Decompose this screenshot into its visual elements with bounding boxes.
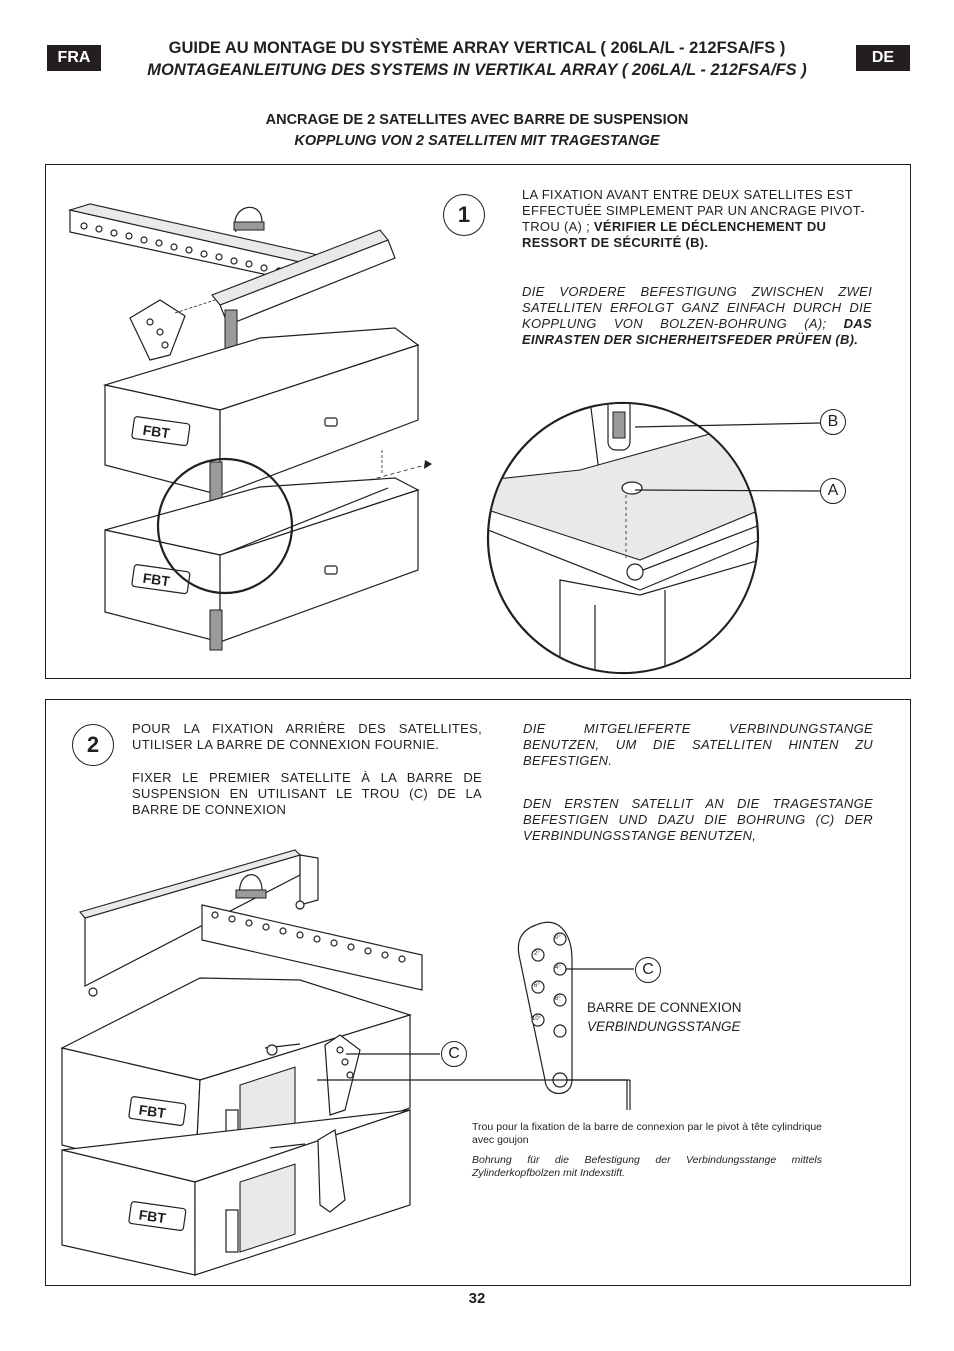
zoom-circle-small	[156, 457, 294, 595]
upper-speaker-brand: FBT	[142, 422, 172, 442]
angle-label-8: 8°	[555, 996, 561, 1002]
angle-label-2: 2°	[534, 951, 540, 957]
step1-panel	[45, 164, 911, 679]
angle-label-0: 0°	[555, 935, 561, 941]
note-de: Bohrung für die Befestigung der Verbindu…	[472, 1154, 822, 1179]
step2-panel	[45, 699, 911, 1286]
callout-label-b: B	[820, 409, 846, 435]
callout-label-c-cabinet: C	[441, 1041, 467, 1067]
lower-cabinet-logo	[128, 1201, 187, 1231]
language-badge-de: DE	[856, 45, 910, 71]
angle-label-6: 6°	[534, 983, 540, 989]
note-fr: Trou pour la fixation de la barre de con…	[472, 1121, 822, 1146]
step2-text-de-2: DEN ERSTEN SATELLIT AN DIE TRAGESTANGE B…	[523, 796, 873, 843]
upper-speaker-logo	[131, 416, 191, 447]
callout-label-a: A	[820, 478, 846, 504]
upper-cabinet-brand: FBT	[138, 1102, 168, 1122]
lower-cabinet-grille	[239, 1163, 296, 1253]
lower-cabinet-brand: FBT	[138, 1207, 168, 1227]
page-number: 32	[468, 1290, 486, 1307]
callout-line-a	[634, 489, 821, 492]
bar-label-fr: BARRE DE CONNEXION	[587, 1000, 742, 1015]
step1-text-de-normal: DIE VORDERE BEFESTIGUNG ZWISCHEN ZWEI SA…	[522, 284, 872, 331]
step1-text-fr: LA FIXATION AVANT ENTRE DEUX SATELLITES …	[522, 187, 872, 251]
section-subtitle-fr: ANCRAGE DE 2 SATELLITES AVEC BARRE DE SU…	[265, 112, 689, 128]
suspension-bar-holes-2	[211, 911, 406, 963]
lower-speaker-brand: FBT	[142, 570, 172, 590]
section-subtitle-de: KOPPLUNG VON 2 SATELLITEN MIT TRAGESTANG…	[294, 133, 660, 149]
step1-number: 1	[443, 194, 485, 236]
step1-text-de-bold: DAS EINRASTEN DER SICHERHEITSFEDER PRÜFE…	[522, 316, 872, 347]
step1-text-de: DIE VORDERE BEFESTIGUNG ZWISCHEN ZWEI SA…	[522, 284, 872, 348]
callout-label-c-detail: C	[635, 957, 661, 983]
cross-beam-top	[211, 229, 389, 306]
page-title-fr: GUIDE AU MONTAGE DU SYSTÈME ARRAY VERTIC…	[168, 39, 786, 57]
step2-text-de-1: DIE MITGELIEFERTE VERBINDUNGSTANGE BENUT…	[523, 721, 873, 768]
shackle-2	[239, 874, 263, 897]
page-title-de: MONTAGEANLEITUNG DES SYSTEMS IN VERTIKAL…	[147, 61, 807, 79]
connection-bar-detail	[517, 921, 573, 1095]
upper-cabinet-logo	[128, 1096, 187, 1126]
language-badge-fr: FRA	[47, 45, 101, 71]
angle-label-10: 10°	[532, 1016, 542, 1022]
step1-text-fr-bold: VÉRIFIER LE DÉCLENCHEMENT DU RESSORT DE …	[522, 219, 827, 250]
step2-text-fr-2: FIXER LE PREMIER SATELLITE À LA BARRE DE…	[132, 770, 482, 817]
angle-label-4: 4°	[555, 965, 561, 971]
step1-text-fr-normal: LA FIXATION AVANT ENTRE DEUX SATELLITES …	[522, 187, 865, 234]
suspension-bar-front	[201, 904, 423, 991]
step2-number: 2	[72, 724, 114, 766]
callout-line-b	[634, 422, 821, 428]
bar-label-de: VERBINDUNGSSTANGE	[587, 1019, 741, 1034]
step2-text-fr-1: POUR LA FIXATION ARRIÈRE DES SATELLITES,…	[132, 721, 482, 752]
